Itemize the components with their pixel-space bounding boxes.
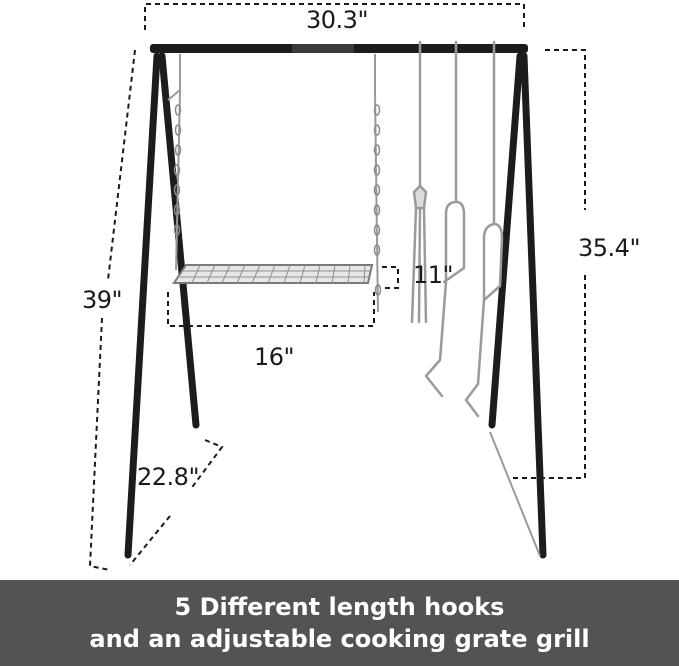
left-legs	[124, 52, 200, 559]
depth-dimension-label: 22.8"	[137, 463, 199, 491]
caption-line-2: and an adjustable cooking grate grill	[89, 625, 590, 653]
hook-1-holder	[412, 184, 428, 210]
right-back-leg	[488, 52, 524, 429]
chain-dimension-label: 11"	[413, 261, 454, 289]
tripod-grill-illustration	[88, 3, 586, 571]
left-chain-hook	[167, 89, 181, 101]
grate-dimension-label: 16"	[254, 343, 295, 371]
hooks	[410, 40, 504, 418]
cooking-grate	[172, 264, 374, 284]
chain-links	[173, 104, 382, 296]
right-height-dimension-label: 35.4"	[578, 234, 640, 262]
hook-2-body	[424, 200, 466, 398]
caption-banner: 5 Different length hooks and an adjustab…	[0, 580, 679, 666]
depth-dimension-line	[129, 439, 224, 566]
right-chain	[374, 54, 379, 313]
right-legs	[488, 52, 547, 559]
left-height-dimension-label: 39"	[82, 286, 123, 314]
ground-stake	[489, 431, 541, 557]
hook-1-tines	[410, 206, 428, 324]
left-chain	[175, 54, 181, 271]
top-bar-joint	[292, 44, 354, 53]
width-dimension-label: 30.3"	[306, 6, 368, 34]
caption-line-1: 5 Different length hooks	[174, 593, 505, 621]
grate-chains	[167, 54, 379, 313]
dimension-lines	[88, 3, 586, 571]
grate-dimension-line	[167, 292, 375, 327]
width-dimension-line	[144, 3, 525, 30]
left-front-leg	[124, 52, 161, 559]
left-back-leg	[158, 52, 200, 429]
left-height-dimension-line	[88, 49, 136, 571]
hook-3-body	[464, 222, 504, 418]
right-height-dimension-line	[510, 49, 586, 479]
chain-dimension-line	[382, 266, 399, 289]
right-front-leg	[520, 52, 547, 559]
